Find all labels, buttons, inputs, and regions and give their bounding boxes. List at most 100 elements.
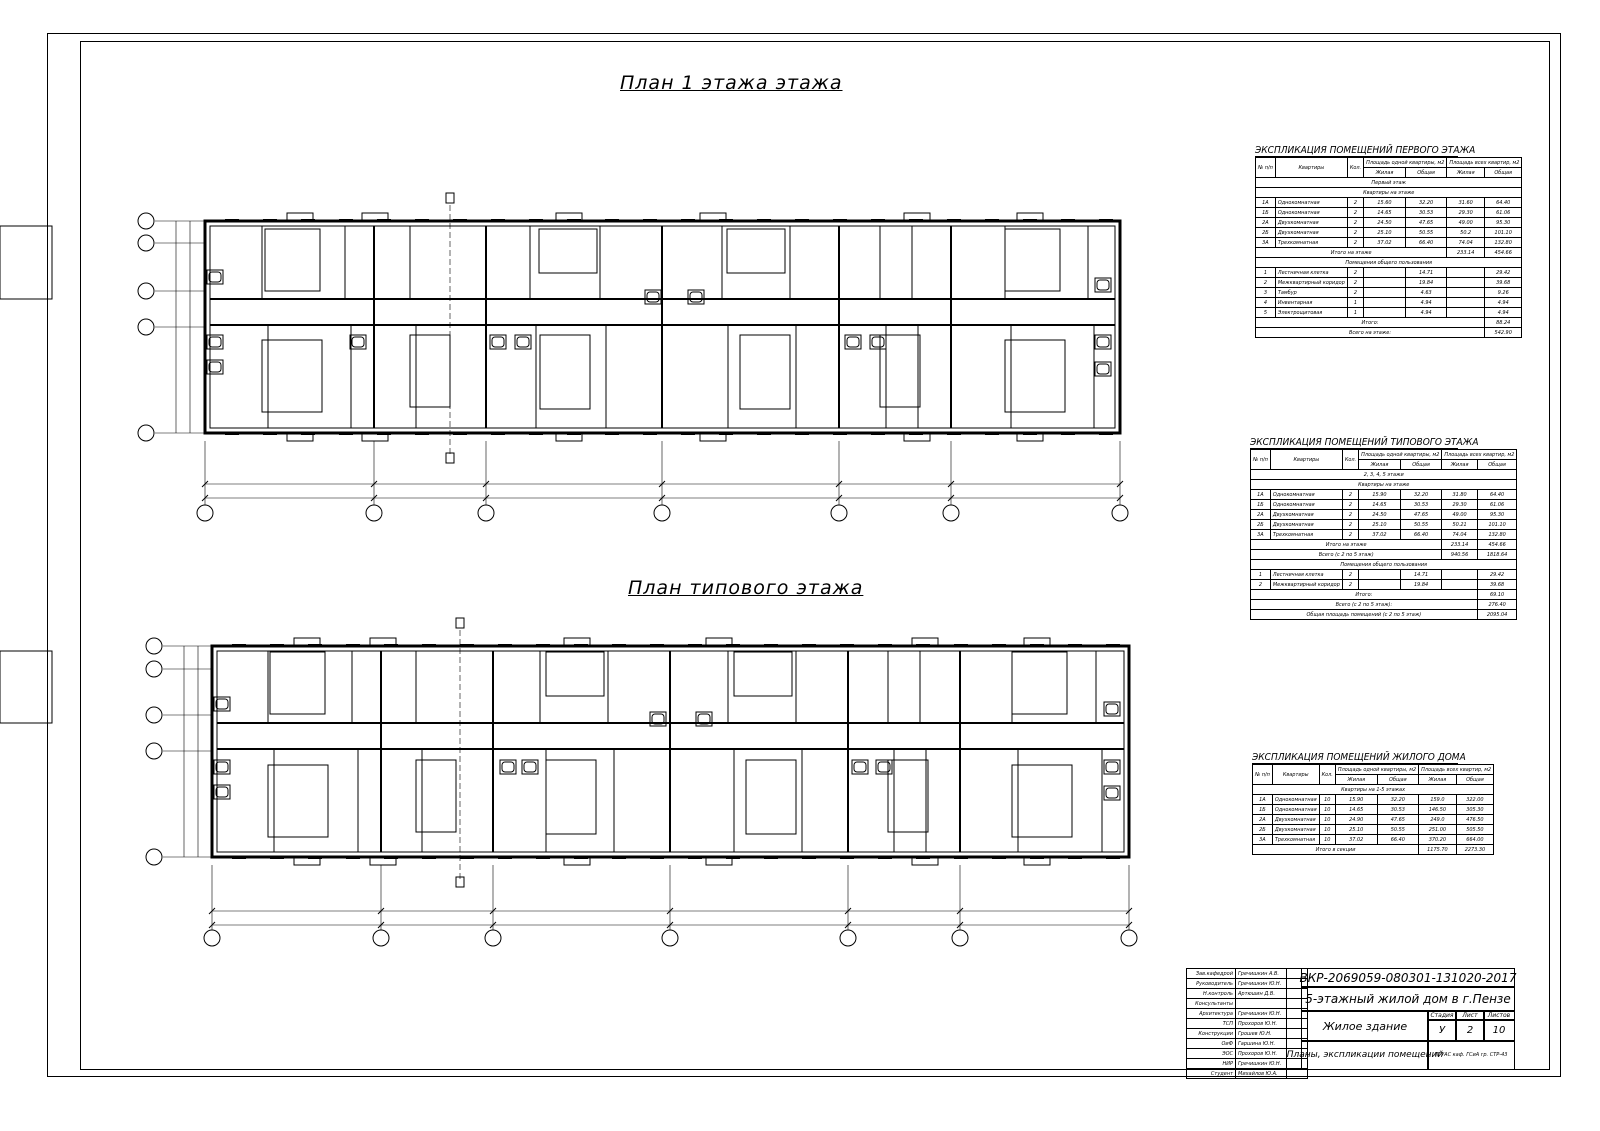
- table-row: Первый этаж: [1254, 177, 1523, 188]
- table-cell: Жилая: [1418, 774, 1457, 785]
- table-cell: 4.94: [1483, 297, 1523, 308]
- bathtub-inner: [1096, 336, 1110, 348]
- table-cell: 3А: [1252, 834, 1273, 845]
- table-cell: 95.30: [1483, 217, 1523, 228]
- table-cell: 25.10: [1334, 824, 1378, 835]
- table-cell: 505.50: [1455, 824, 1495, 835]
- axis-bubble: [145, 848, 163, 866]
- dim-tick: [844, 907, 852, 915]
- table-cell: 47.65: [1404, 217, 1448, 228]
- table-cell: 4.63: [1404, 287, 1448, 298]
- bathtub-inner: [491, 336, 505, 348]
- room-outline: [1011, 651, 1068, 715]
- table-cell: 2, 3, 4, 5 этажи: [1249, 469, 1518, 480]
- table-cell: 39.68: [1483, 277, 1523, 288]
- dim-tick: [1125, 907, 1133, 915]
- table-title: ЭКСПЛИКАЦИЯ ПОМЕЩЕНИЙ ПЕРВОГО ЭТАЖА: [1255, 145, 1476, 157]
- table-cell: 14.65: [1334, 804, 1378, 815]
- bathtub-inner: [215, 698, 229, 710]
- table-cell: 29.42: [1483, 267, 1523, 278]
- table-cell: 10: [1318, 794, 1336, 805]
- table-cell: 74.04: [1441, 529, 1478, 540]
- table-cell: 10: [1318, 834, 1336, 845]
- table-cell: 37.02: [1334, 834, 1378, 845]
- dim-tick: [844, 921, 852, 929]
- table-cell: Жилая: [1446, 167, 1485, 178]
- table-cell: Общая площадь помещений (с 2 по 5 этаж): [1250, 609, 1478, 620]
- room-outline: [267, 764, 329, 838]
- bathtub: [875, 759, 893, 775]
- table-cell: 664.00: [1455, 834, 1495, 845]
- balcony: [286, 432, 314, 442]
- bathtub-inner: [646, 291, 660, 303]
- axis-bubble: [372, 929, 390, 947]
- table-cell: Жилая: [1358, 459, 1401, 470]
- table-cell: Общая: [1404, 167, 1448, 178]
- stamp-sheet-label: Лист: [1455, 1010, 1485, 1021]
- stamp-project: 5-этажный жилой дом в г.Пензе: [1301, 986, 1515, 1012]
- table-cell: Двухкомнатная: [1269, 519, 1343, 530]
- table-row: Общая площадь помещений (с 2 по 5 этаж)2…: [1250, 609, 1518, 620]
- axis-bubble: [137, 424, 155, 442]
- table-cell: Жилая: [1334, 774, 1378, 785]
- table-cell: 50.55: [1376, 824, 1420, 835]
- table-cell: Итого в секции: [1251, 844, 1420, 855]
- table-first-floor: ЭКСПЛИКАЦИЯ ПОМЕЩЕНИЙ ПЕРВОГО ЭТАЖА № п/…: [1254, 145, 1523, 338]
- table-cell: 49.00: [1446, 217, 1485, 228]
- table-cell: 2: [1341, 529, 1360, 540]
- table-cell: Жилая: [1363, 167, 1406, 178]
- table-cell: Однокомнатная: [1269, 489, 1343, 500]
- table-cell: Однокомнатная: [1271, 794, 1320, 805]
- table-cell: Студент: [1186, 1068, 1236, 1079]
- table-cell: 25.10: [1363, 227, 1406, 238]
- table-cell: 66.40: [1404, 237, 1448, 248]
- table-cell: Площадь одной квартиры, м2: [1363, 157, 1448, 168]
- table-cell: 3А: [1250, 529, 1271, 540]
- table-typical-floor: ЭКСПЛИКАЦИЯ ПОМЕЩЕНИЙ ТИПОВОГО ЭТАЖА № п…: [1249, 437, 1518, 620]
- room-outline: [538, 228, 598, 274]
- table-cell: 37.02: [1358, 529, 1401, 540]
- bathtub: [213, 759, 231, 775]
- table-cell: 542.90: [1483, 327, 1523, 338]
- table-cell: Всего (с 2 по 5 этаж): [1249, 549, 1443, 560]
- table-cell: 10: [1318, 804, 1336, 815]
- table-cell: 32.20: [1376, 794, 1420, 805]
- table-cell: Лестничная клетка: [1274, 267, 1348, 278]
- table-cell: Помещения общего пользования: [1249, 559, 1518, 570]
- table-cell: 2: [1341, 499, 1360, 510]
- room-outline: [879, 334, 921, 408]
- staircase: [0, 225, 53, 300]
- table-cell: Грошев Ю.Н.: [1235, 1028, 1287, 1039]
- room-outline: [261, 339, 323, 413]
- table-cell: 2273.30: [1455, 844, 1495, 855]
- outer-frame: [47, 33, 1561, 1077]
- table-cell: 3А: [1255, 237, 1276, 248]
- table-cell: 2: [1346, 237, 1365, 248]
- table-cell: 146.50: [1418, 804, 1457, 815]
- plan-typical-floor: [0, 617, 1138, 947]
- bathtub: [1103, 759, 1121, 775]
- table-cell: 2: [1250, 579, 1271, 590]
- axis-bubble: [830, 504, 848, 522]
- room-outline: [1011, 764, 1073, 838]
- stamp-sheet-title: Планы, экспликации помещений: [1287, 1040, 1443, 1070]
- table-cell: 24.50: [1358, 509, 1401, 520]
- dim-tick: [377, 907, 385, 915]
- table-cell: [1358, 569, 1401, 580]
- axis-bubble: [145, 706, 163, 724]
- dim-tick: [208, 921, 216, 929]
- table-cell: [1446, 297, 1485, 308]
- bathtub: [521, 759, 539, 775]
- table-cell: Прохоров Ю.Н.: [1235, 1018, 1287, 1029]
- table-row: Помещения общего пользования: [1249, 559, 1518, 570]
- table-cell: 251.00: [1418, 824, 1457, 835]
